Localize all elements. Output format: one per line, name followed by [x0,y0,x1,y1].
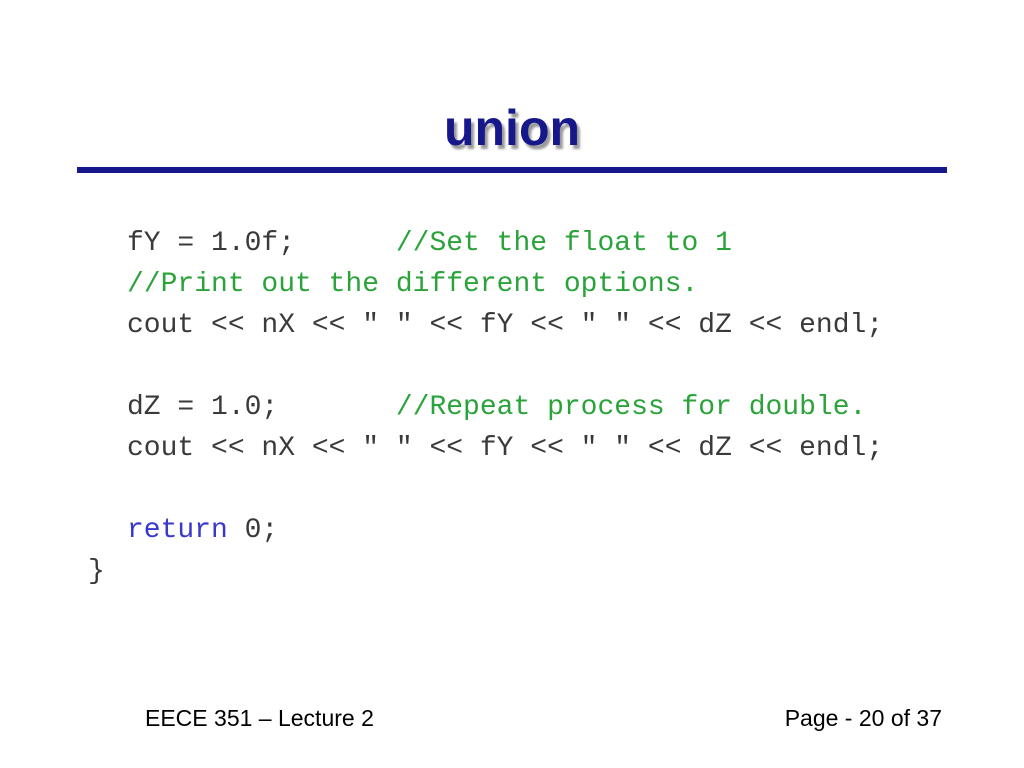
code-line: dZ = 1.0; //Repeat process for double. [88,387,883,428]
code-segment-code: } [88,556,105,587]
code-segment-code: dZ = 1.0; [127,392,396,423]
code-segment-code: 0; [227,515,279,546]
footer-page-number: Page - 20 of 37 [784,705,942,731]
code-line [88,346,883,387]
code-line: } [88,551,883,592]
code-segment-comment: //Set the float to 1 [395,228,732,259]
title-underline-rule [77,167,947,173]
code-segment-comment: //Repeat process for double. [395,392,867,423]
code-segment-code: fY = 1.0f; [127,228,396,259]
code-line: return 0; [88,510,883,551]
code-line: cout << nX << " " << fY << " " << dZ << … [88,305,883,346]
code-block: fY = 1.0f; //Set the float to 1 //Print o… [88,223,883,592]
code-line: cout << nX << " " << fY << " " << dZ << … [88,428,883,469]
footer-course-label: EECE 351 – Lecture 2 [145,705,374,731]
code-line: //Print out the different options. [88,264,883,305]
code-segment-keyword: return [127,515,228,546]
code-segment-code: cout << nX << " " << fY << " " << dZ << … [127,310,884,341]
code-line [88,469,883,510]
code-segment-code: cout << nX << " " << fY << " " << dZ << … [127,433,884,464]
code-segment-comment: //Print out the different options. [127,269,699,300]
slide-title: union [443,100,581,156]
code-line: fY = 1.0f; //Set the float to 1 [88,223,883,264]
